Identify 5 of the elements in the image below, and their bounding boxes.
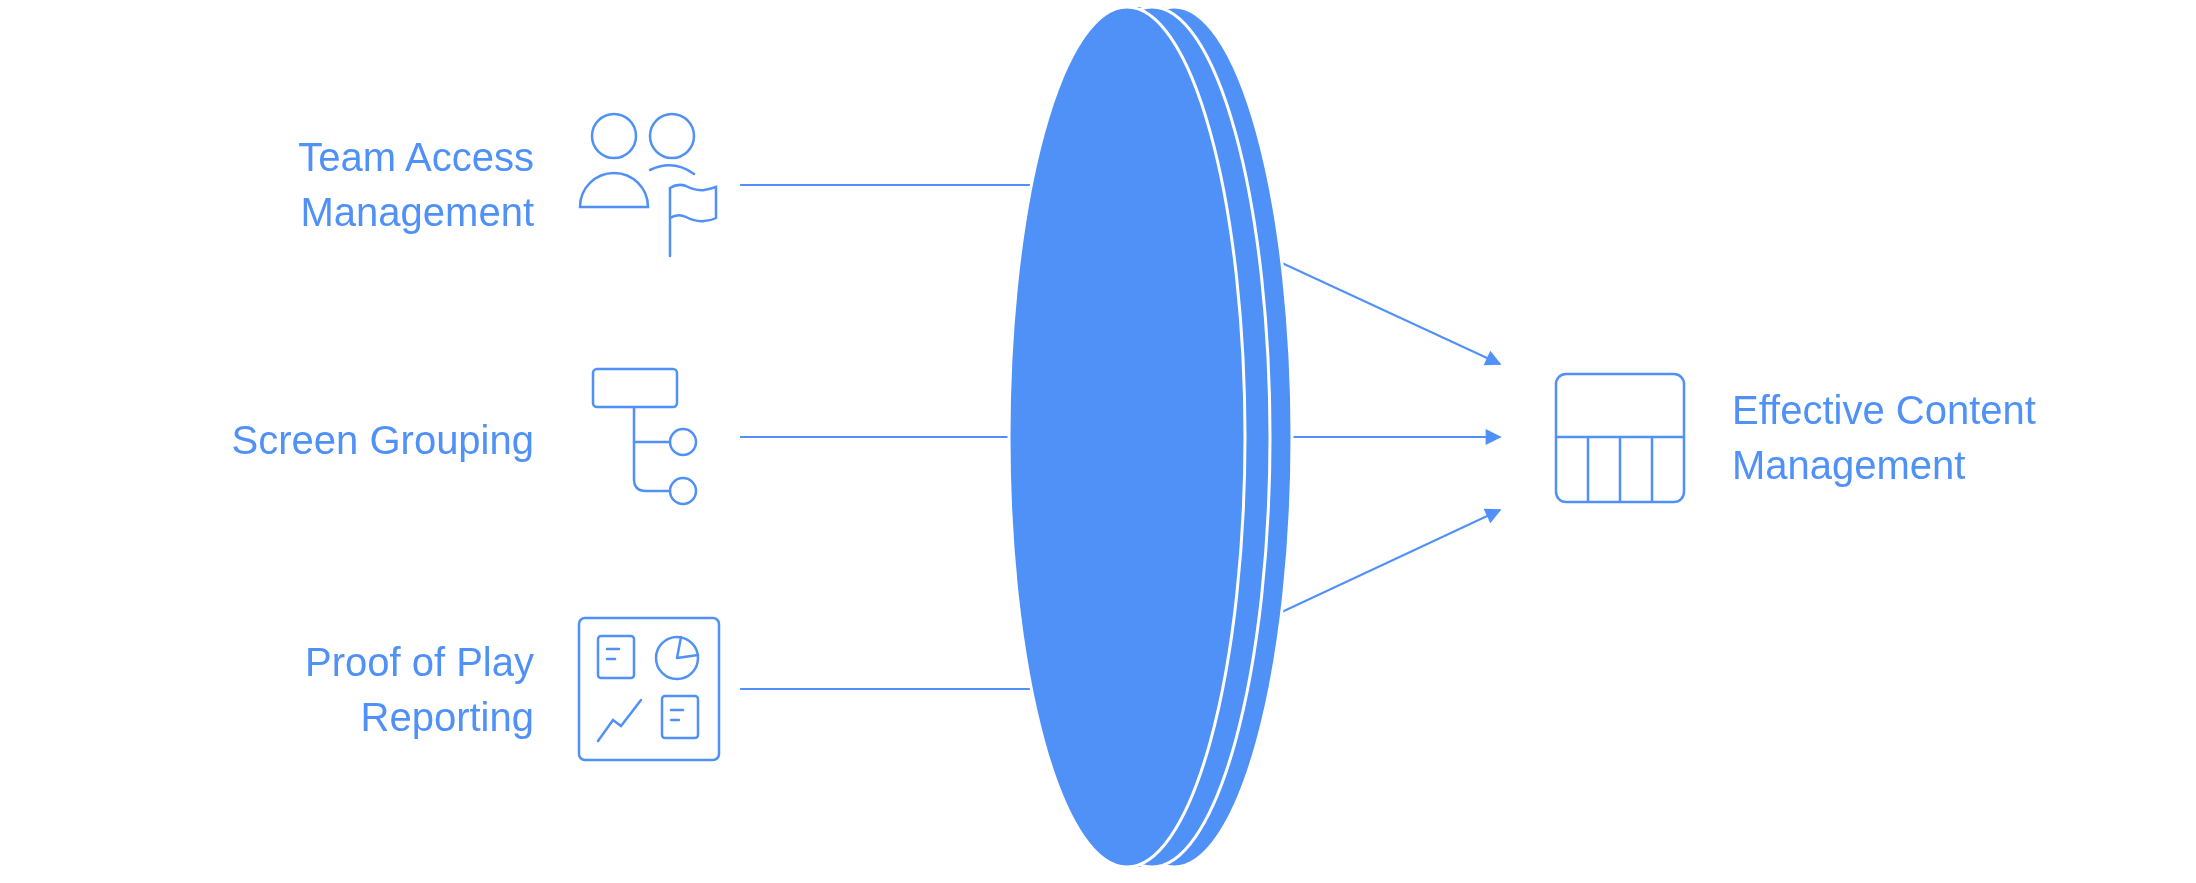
node-label: Effective Content Management xyxy=(1732,386,2037,489)
node-label: Proof of Play Reporting xyxy=(304,639,534,741)
node-label: Team Access Management xyxy=(297,134,534,236)
connector-line xyxy=(739,436,1010,438)
node-label: Screen Grouping xyxy=(231,416,534,464)
